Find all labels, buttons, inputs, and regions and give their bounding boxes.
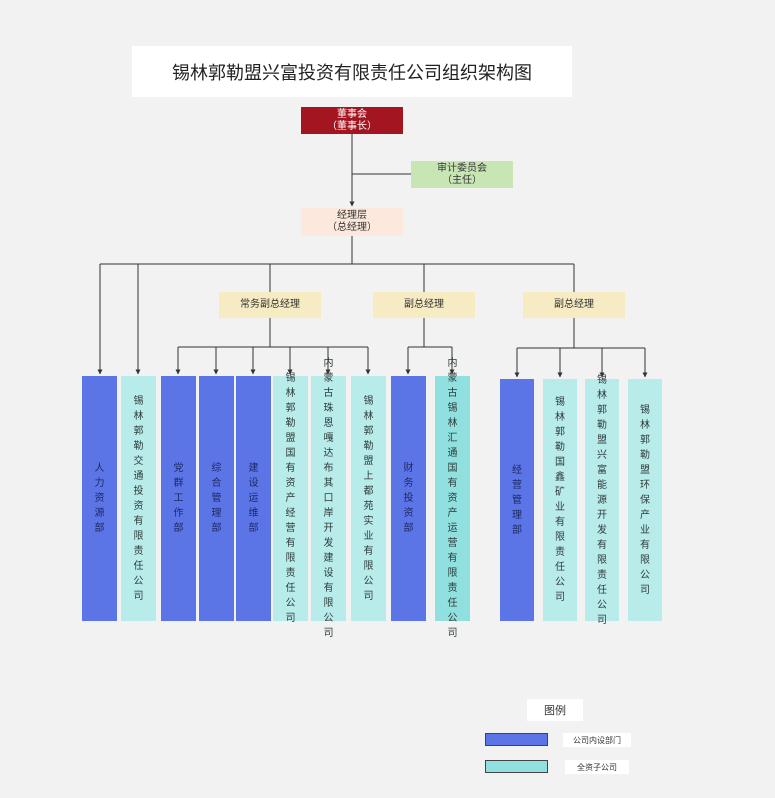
legend-swatch-sub	[485, 760, 548, 773]
unit-construction-operation-department[interactable]: 建设运维部	[236, 376, 271, 621]
board-node[interactable]: 董事会 （董事长）	[301, 107, 403, 134]
unit-label: 锡林郭勒国鑫矿业有限责任公司	[555, 397, 565, 603]
unit-label: 经营管理部	[512, 464, 522, 536]
unit-label: 锡林郭勒盟上都苑实业有限公司	[363, 395, 374, 602]
audit-committee-node[interactable]: 审计委员会 （主任）	[411, 161, 513, 188]
unit-label: 综合管理部	[211, 463, 222, 534]
unit-label: 锡林郭勒盟国有资产经营有限责任公司	[285, 373, 296, 624]
unit-state-asset-company[interactable]: 锡林郭勒盟国有资产经营有限责任公司	[273, 373, 308, 624]
audit-role: （主任）	[442, 174, 482, 186]
unit-transport-investment-company[interactable]: 锡林郭勒交通投资有限责任公司	[121, 376, 156, 621]
unit-label: 锡林郭勒交通投资有限责任公司	[133, 395, 144, 602]
unit-label: 建设运维部	[248, 463, 259, 534]
board-name: 董事会	[337, 108, 367, 120]
unit-finance-investment-department[interactable]: 财务投资部	[391, 376, 426, 621]
vp-node-operations[interactable]: 副总经理	[523, 292, 625, 318]
unit-label: 内蒙古锡林汇通国有资产运营有限责任公司	[447, 358, 458, 639]
unit-label: 锡林郭勒盟环保产业有限公司	[640, 404, 650, 596]
unit-shangduyuan-company[interactable]: 锡林郭勒盟上都苑实业有限公司	[351, 376, 386, 621]
audit-name: 审计委员会	[437, 162, 487, 174]
unit-xingfu-energy-company[interactable]: 锡林郭勒盟兴富能源开发有限责任公司	[585, 375, 619, 626]
unit-guoxin-mining-company[interactable]: 锡林郭勒国鑫矿业有限责任公司	[543, 379, 577, 621]
unit-label: 内蒙古珠恩嘎达布其口岸开发建设有限公司	[323, 358, 334, 639]
unit-general-management-department[interactable]: 综合管理部	[199, 376, 234, 621]
board-role: （董事长）	[327, 120, 377, 132]
unit-environmental-industry-company[interactable]: 锡林郭勒盟环保产业有限公司	[628, 379, 662, 621]
unit-label: 财务投资部	[403, 463, 414, 534]
management-node[interactable]: 经理层 （总经理）	[301, 208, 403, 236]
unit-port-development-company[interactable]: 内蒙古珠恩嘎达布其口岸开发建设有限公司	[311, 358, 346, 639]
legend-swatch-dept	[485, 733, 548, 746]
unit-label: 锡林郭勒盟兴富能源开发有限责任公司	[597, 374, 607, 626]
legend-label-dept: 公司内设部门	[563, 733, 631, 747]
unit-label: 人力资源部	[94, 463, 105, 534]
page-title: 锡林郭勒盟兴富投资有限责任公司组织架构图	[132, 46, 572, 97]
vp-node-finance[interactable]: 副总经理	[373, 292, 475, 318]
legend-title: 图例	[527, 699, 583, 721]
unit-hr-department[interactable]: 人力资源部	[82, 376, 117, 621]
unit-label: 党群工作部	[173, 463, 184, 534]
vp-node-executive[interactable]: 常务副总经理	[219, 292, 321, 318]
legend-label-sub: 全资子公司	[565, 760, 629, 774]
unit-business-management-department[interactable]: 经营管理部	[500, 379, 534, 621]
unit-party-work-department[interactable]: 党群工作部	[161, 376, 196, 621]
unit-huitong-asset-company[interactable]: 内蒙古锡林汇通国有资产运营有限责任公司	[435, 358, 470, 639]
management-name: 经理层	[337, 210, 367, 221]
management-role: （总经理）	[327, 222, 377, 233]
